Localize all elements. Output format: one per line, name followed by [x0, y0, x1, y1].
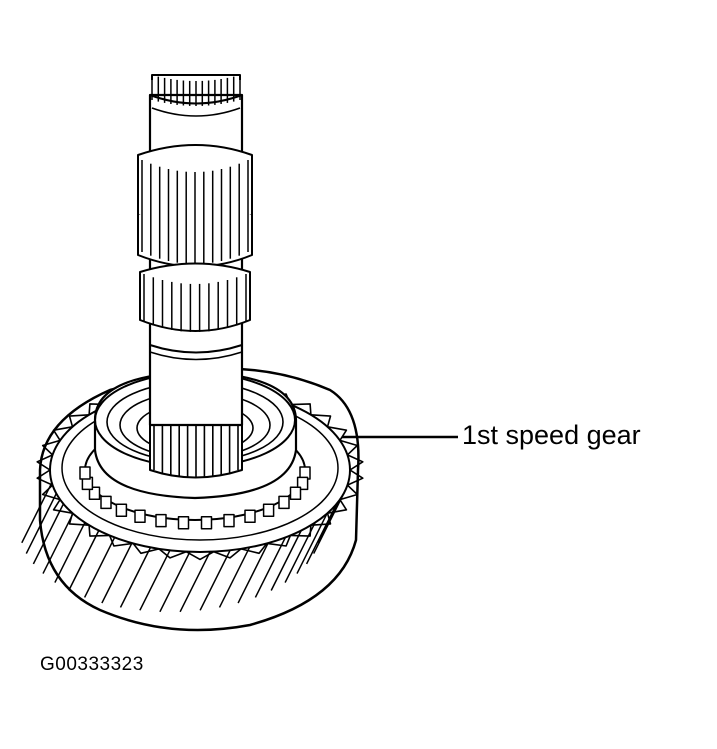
synchro-teeth [79, 466, 311, 530]
lower-spline-hub [149, 409, 243, 479]
callout-label-1st-speed-gear: 1st speed gear [462, 420, 641, 450]
upper-spline-section [137, 144, 253, 268]
middle-spline-section [139, 262, 251, 332]
middle-splines [143, 274, 247, 332]
lower-splines [153, 414, 239, 478]
figure-id: G00333323 [40, 654, 144, 675]
gear-helix-lines [21, 482, 349, 613]
upper-splines-a [141, 160, 249, 264]
top-splines [151, 74, 241, 106]
